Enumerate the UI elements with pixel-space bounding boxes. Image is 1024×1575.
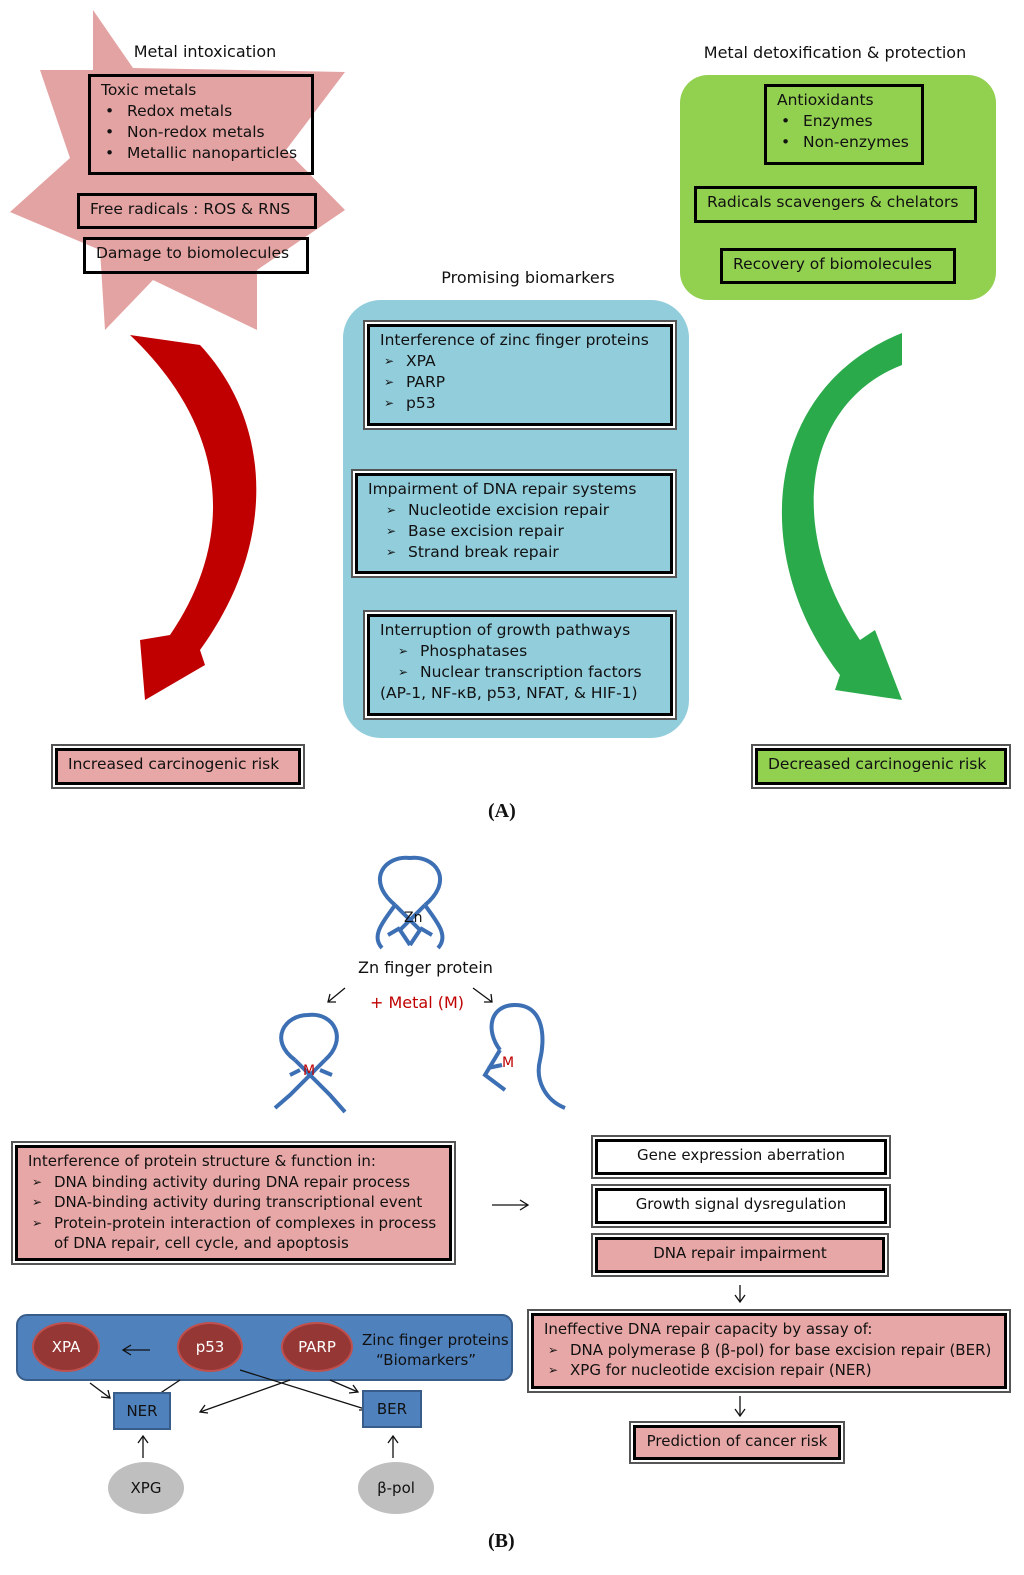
interference-heading: Interference of protein structure & func… [28, 1152, 376, 1170]
recovery-box: Recovery of biomolecules [720, 248, 956, 284]
growth-item: Phosphatases [398, 641, 660, 662]
p53-oval: p53 [177, 1322, 243, 1372]
toxic-item: Metallic nanoparticles [105, 143, 301, 164]
toxic-metals-box: Toxic metals Redox metals Non-redox meta… [88, 74, 314, 175]
bpol-oval: β-pol [358, 1462, 434, 1514]
zinc-finger-interference-box: Interference of zinc finger proteins XPA… [367, 324, 673, 426]
ineffective-item: DNA polymerase β (β-pol) for base excisi… [548, 1340, 994, 1361]
damage-biomolecules-box: Damage to biomolecules [83, 237, 309, 274]
repair-item: Nucleotide excision repair [386, 500, 660, 521]
right-column-down-arrows [734, 1285, 746, 1418]
zinc-interference-heading: Interference of zinc finger proteins [380, 331, 649, 349]
metal-m-left: M [303, 1063, 316, 1079]
green-curved-arrow [781, 333, 902, 700]
metal-intoxication-title: Metal intoxication [133, 42, 277, 61]
parp-oval: PARP [281, 1322, 353, 1372]
repair-item: Strand break repair [386, 542, 660, 563]
metal-bound-protein-left [273, 1012, 347, 1114]
interference-item: DNA binding activity during DNA repair p… [32, 1172, 439, 1193]
interference-extra: of DNA repair, cell cycle, and apoptosis [54, 1234, 349, 1252]
ineffective-repair-box: Ineffective DNA repair capacity by assay… [531, 1313, 1007, 1389]
growth-heading: Interruption of growth pathways [380, 621, 631, 639]
repair-item: Base excision repair [386, 521, 660, 542]
promising-biomarkers-title: Promising biomarkers [441, 268, 615, 287]
growth-item: Nuclear transcription factors [398, 662, 660, 683]
panel-b-label: (B) [488, 1530, 515, 1552]
antioxidants-heading: Antioxidants [777, 91, 874, 109]
intoxication-star [10, 10, 345, 330]
panel-a-label: (A) [488, 800, 516, 822]
interference-to-outcomes-arrow [492, 1199, 530, 1211]
decreased-risk-box: Decreased carcinogenic risk [755, 748, 1007, 785]
free-radicals-box: Free radicals : ROS & RNS [77, 193, 317, 229]
zinc-finger-biomarkers-label-1: Zinc finger proteins [362, 1331, 509, 1349]
growth-pathways-box: Interruption of growth pathways Phosphat… [367, 614, 673, 716]
ineffective-item: XPG for nucleotide excision repair (NER) [548, 1360, 994, 1381]
xpg-oval: XPG [108, 1462, 184, 1514]
interference-item: DNA-binding activity during transcriptio… [32, 1192, 439, 1213]
antiox-item: Non-enzymes [781, 132, 911, 153]
scavengers-box: Radicals scavengers & chelators [694, 186, 977, 223]
toxic-item: Redox metals [105, 101, 301, 122]
zinc-item: PARP [384, 372, 660, 393]
metal-detox-title: Metal detoxification & protection [703, 43, 967, 62]
increased-risk-box: Increased carcinogenic risk [55, 748, 301, 785]
zinc-finger-band [16, 1314, 513, 1381]
zn-split-arrows [327, 987, 493, 1003]
prediction-box: Prediction of cancer risk [633, 1425, 841, 1460]
metal-bound-protein-right [482, 1002, 566, 1110]
protein-interference-box: Interference of protein structure & func… [15, 1145, 452, 1261]
ineffective-heading: Ineffective DNA repair capacity by assay… [544, 1320, 873, 1338]
toxic-metals-heading: Toxic metals [101, 81, 197, 99]
ner-box: NER [113, 1392, 171, 1430]
dna-repair-impairment-outcome-box: DNA repair impairment [595, 1237, 885, 1273]
growth-extra: (AP-1, NF-κB, p53, NFAT, & HIF-1) [380, 684, 638, 702]
metal-label: + Metal (M) [370, 993, 465, 1012]
zinc-item: p53 [384, 393, 660, 414]
ber-box: BER [362, 1390, 422, 1428]
gene-expression-box: Gene expression aberration [595, 1139, 887, 1175]
antioxidants-box: Antioxidants Enzymes Non-enzymes [764, 84, 924, 165]
metal-m-right: M [502, 1055, 515, 1071]
red-curved-arrow [130, 335, 257, 700]
antiox-item: Enzymes [781, 111, 911, 132]
repair-heading: Impairment of DNA repair systems [368, 480, 637, 498]
xpa-oval: XPA [32, 1322, 100, 1372]
zn-finger-protein-label: Zn finger protein [358, 958, 493, 977]
zinc-item: XPA [384, 351, 660, 372]
dna-repair-impairment-box: Impairment of DNA repair systems Nucleot… [355, 473, 673, 574]
zinc-finger-biomarkers-label-2: “Biomarkers” [376, 1351, 477, 1369]
zn-label: Zn [404, 910, 423, 926]
toxic-item: Non-redox metals [105, 122, 301, 143]
interference-item: Protein-protein interaction of complexes… [32, 1213, 439, 1234]
zn-finger-protein-shape [375, 855, 445, 950]
growth-signal-box: Growth signal dysregulation [595, 1188, 887, 1224]
